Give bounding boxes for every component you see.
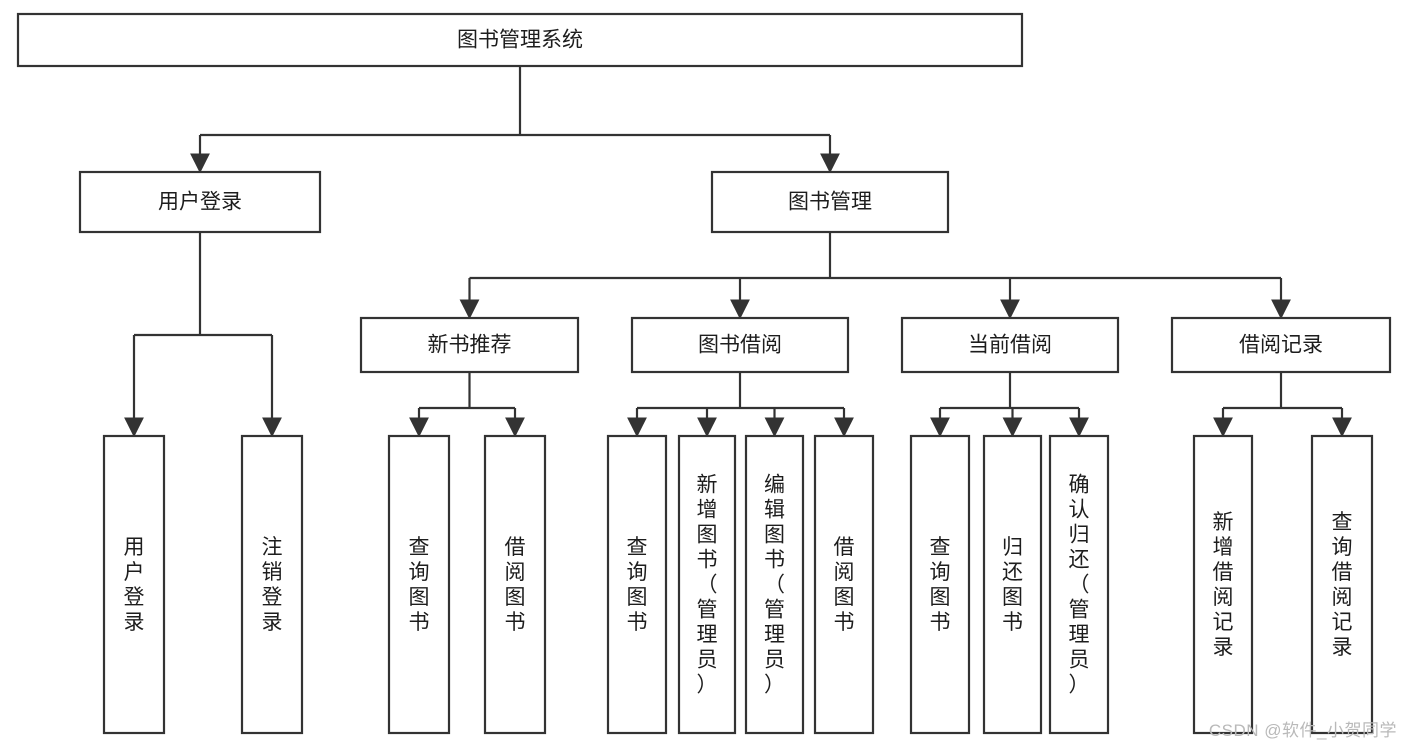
node-leaf-user-login-box[interactable] (102, 434, 166, 735)
bus-current-borrow-to-leaves (930, 372, 1089, 438)
node-leaf-query-book-borrow-label: 查询图书 (627, 536, 648, 634)
node-leaf-add-borrow-record-box[interactable] (1192, 434, 1254, 735)
node-book-borrow-label: 图书借阅 (698, 334, 782, 357)
node-root-label: 图书管理系统 (457, 29, 583, 52)
node-book-borrow-box[interactable] (630, 316, 850, 374)
node-leaf-borrow-book-recommend[interactable]: 借阅图书 (483, 434, 547, 735)
node-leaf-user-login[interactable]: 用户登录 (102, 434, 166, 735)
node-leaf-borrow-book-recommend-box[interactable] (483, 434, 547, 735)
node-boxes-group: 图书管理系统用户登录图书管理新书推荐图书借阅当前借阅借阅记录用户登录注销登录查询… (16, 12, 1392, 735)
node-borrow-record[interactable]: 借阅记录 (1170, 316, 1392, 374)
node-leaf-return-book[interactable]: 归还图书 (982, 434, 1043, 735)
node-new-book-recommend-label: 新书推荐 (428, 334, 512, 357)
node-leaf-confirm-return-admin-label: 确认归还（管理员） (1069, 474, 1090, 697)
node-leaf-user-logout-box[interactable] (240, 434, 304, 735)
node-leaf-query-borrow-record-label: 查询借阅记录 (1332, 511, 1353, 659)
node-leaf-add-borrow-record[interactable]: 新增借阅记录 (1192, 434, 1254, 735)
node-leaf-borrow-book-recommend-label: 借阅图书 (505, 536, 526, 634)
node-current-borrow-box[interactable] (900, 316, 1120, 374)
bus-bookmanage-to-level2 (459, 232, 1291, 320)
node-leaf-user-logout-label: 注销登录 (262, 536, 283, 634)
node-leaf-query-book-borrow[interactable]: 查询图书 (606, 434, 668, 735)
node-leaf-add-book-admin[interactable]: 新增图书（管理员） (677, 434, 737, 735)
node-leaf-query-book-borrow-box[interactable] (606, 434, 668, 735)
node-book-manage-box[interactable] (710, 170, 950, 234)
node-book-manage-label: 图书管理 (788, 191, 872, 214)
node-user-login-box[interactable] (78, 170, 322, 234)
node-leaf-edit-book-admin-box[interactable] (744, 434, 805, 735)
node-new-book-recommend-box[interactable] (359, 316, 580, 374)
node-leaf-add-borrow-record-label: 新增借阅记录 (1213, 511, 1234, 659)
node-current-borrow-label: 当前借阅 (968, 334, 1052, 357)
node-leaf-confirm-return-admin[interactable]: 确认归还（管理员） (1048, 434, 1110, 735)
node-leaf-add-book-admin-box[interactable] (677, 434, 737, 735)
node-leaf-query-borrow-record-box[interactable] (1310, 434, 1374, 735)
node-leaf-query-book-recommend-label: 查询图书 (409, 536, 430, 634)
bus-new-book-recommend-to-leaves (409, 372, 525, 438)
bus-userlogin-to-leaves (124, 232, 282, 438)
bus-borrow-record-to-leaves (1213, 372, 1352, 438)
node-leaf-user-logout[interactable]: 注销登录 (240, 434, 304, 735)
node-leaf-edit-book-admin[interactable]: 编辑图书（管理员） (744, 434, 805, 735)
bus-book-borrow-to-leaves (627, 372, 854, 438)
node-user-login-label: 用户登录 (158, 191, 242, 214)
node-new-book-recommend[interactable]: 新书推荐 (359, 316, 580, 374)
node-leaf-query-book-current-label: 查询图书 (930, 536, 951, 634)
node-leaf-query-book-recommend-box[interactable] (387, 434, 451, 735)
node-root-box[interactable] (16, 12, 1024, 68)
node-borrow-record-label: 借阅记录 (1239, 334, 1323, 357)
node-leaf-query-book-current[interactable]: 查询图书 (909, 434, 971, 735)
node-leaf-query-book-recommend[interactable]: 查询图书 (387, 434, 451, 735)
node-leaf-add-book-admin-label: 新增图书（管理员） (697, 474, 718, 697)
node-root[interactable]: 图书管理系统 (16, 12, 1024, 68)
node-leaf-borrow-book-box[interactable] (813, 434, 875, 735)
bus-root-to-level1 (190, 66, 840, 174)
node-leaf-edit-book-admin-label: 编辑图书（管理员） (764, 474, 785, 697)
node-leaf-return-book-box[interactable] (982, 434, 1043, 735)
node-user-login[interactable]: 用户登录 (78, 170, 322, 234)
node-leaf-borrow-book[interactable]: 借阅图书 (813, 434, 875, 735)
node-book-borrow[interactable]: 图书借阅 (630, 316, 850, 374)
node-leaf-borrow-book-label: 借阅图书 (834, 536, 855, 634)
node-leaf-confirm-return-admin-box[interactable] (1048, 434, 1110, 735)
node-book-manage[interactable]: 图书管理 (710, 170, 950, 234)
node-leaf-query-book-current-box[interactable] (909, 434, 971, 735)
node-current-borrow[interactable]: 当前借阅 (900, 316, 1120, 374)
node-borrow-record-box[interactable] (1170, 316, 1392, 374)
connector-lines-group (124, 66, 1352, 438)
node-leaf-query-borrow-record[interactable]: 查询借阅记录 (1310, 434, 1374, 735)
csdn-watermark: CSDN @软件_小贺同学 (1208, 721, 1397, 740)
node-leaf-user-login-label: 用户登录 (124, 536, 145, 634)
node-leaf-return-book-label: 归还图书 (1002, 536, 1023, 634)
